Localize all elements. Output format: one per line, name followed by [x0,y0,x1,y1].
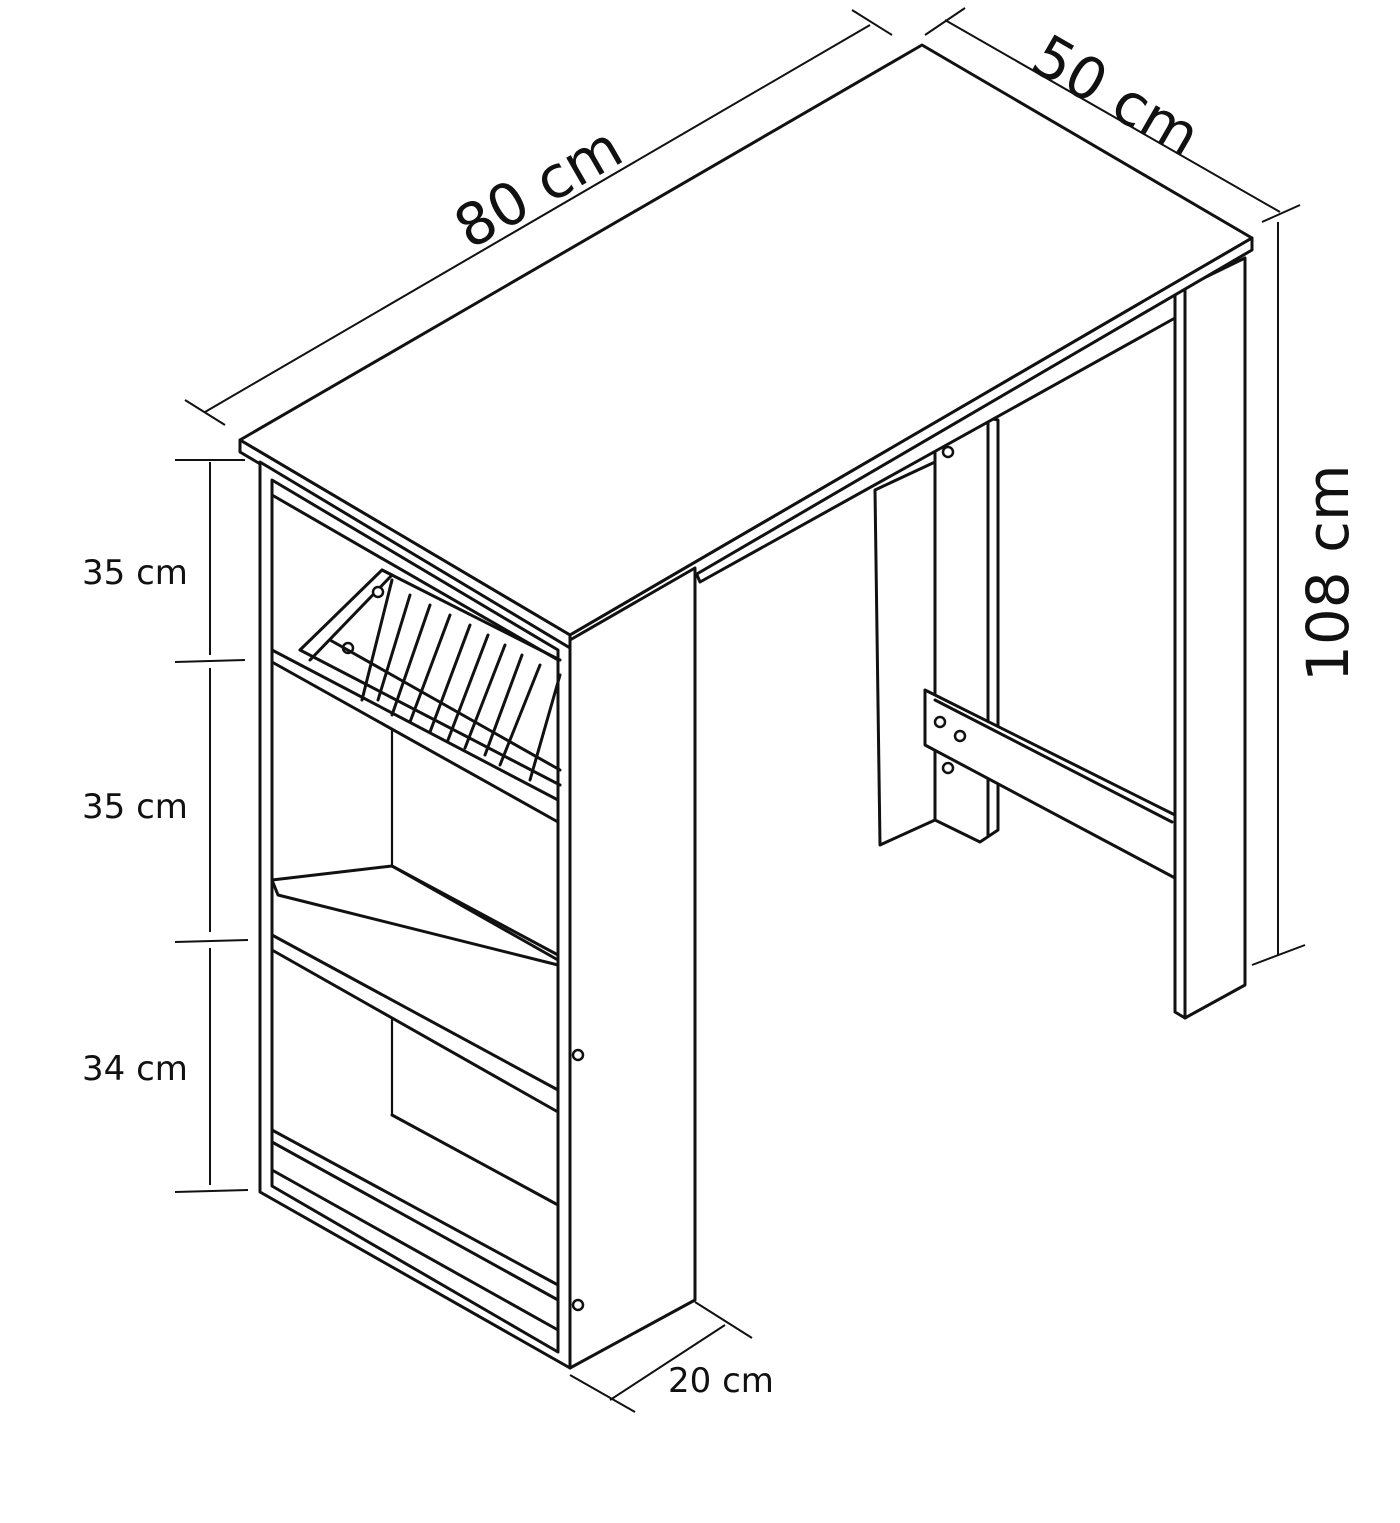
shelf-top-label: 35 cm [82,553,188,593]
back-inner-leg [873,460,937,847]
table-top [238,43,1254,650]
dimension-lines [174,7,1306,1413]
shelf-middle-label: 35 cm [82,787,188,827]
shelf-depth-label: 20 cm [668,1361,774,1401]
shelf-bottom-label: 34 cm [82,1049,188,1089]
bottle-rack [298,568,562,787]
shelf-unit-end-panel [568,566,697,1370]
height-label: 108 cm [1294,464,1362,682]
shelf-unit [258,460,697,1370]
right-side-panel [1173,256,1247,1020]
